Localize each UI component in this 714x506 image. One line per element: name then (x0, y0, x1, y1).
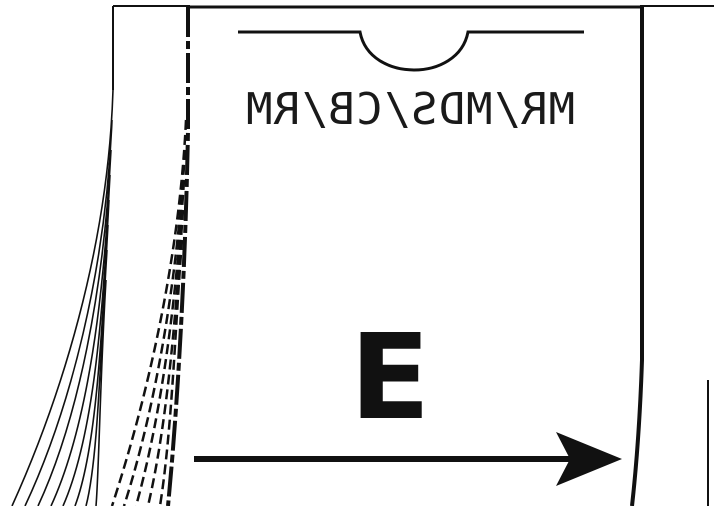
right-arrow-icon (194, 432, 622, 486)
fanned-page-edges (11, 89, 114, 506)
hang-tab-notch (238, 30, 584, 72)
panel-label-mirrored: MR/MDS/CB/RM (245, 84, 575, 135)
front-panel (166, 5, 644, 506)
panel-letter: E (349, 308, 431, 446)
dashed-curl-edges (110, 119, 188, 506)
back-page (112, 5, 714, 506)
